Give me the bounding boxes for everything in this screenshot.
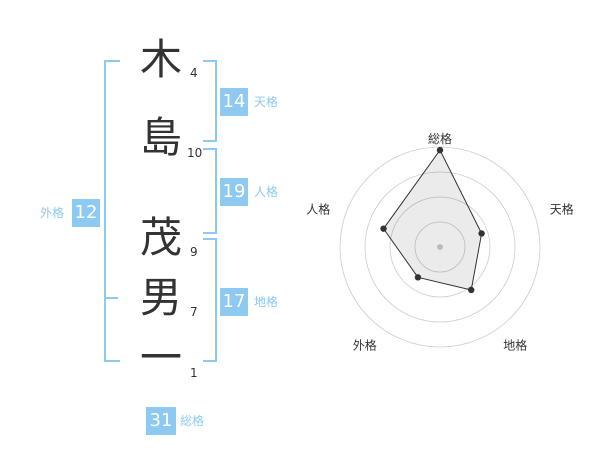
stroke-count-4: 7 bbox=[190, 305, 198, 319]
jinkaku-badge: 19 bbox=[220, 178, 248, 206]
radar-center bbox=[437, 244, 443, 250]
soukaku-label: 総格 bbox=[180, 414, 205, 428]
soukaku-badge: 31 bbox=[146, 407, 176, 435]
name-char-5: 一 bbox=[139, 333, 182, 382]
radar-point bbox=[414, 274, 422, 281]
gaikaku-badge: 12 bbox=[72, 199, 100, 227]
jinkaku-label: 人格 bbox=[254, 185, 279, 199]
name-char-4: 男 bbox=[139, 273, 182, 322]
name-char-1: 木 bbox=[139, 35, 182, 84]
stroke-count-3: 9 bbox=[190, 245, 198, 259]
radar-point bbox=[436, 146, 444, 154]
radar-shape bbox=[382, 149, 483, 291]
tenkaku-bracket bbox=[203, 60, 217, 142]
tenkaku-label: 天格 bbox=[254, 95, 279, 109]
radar-axis-label: 人格 bbox=[306, 201, 330, 216]
radar-ring bbox=[414, 221, 466, 273]
radar-ring bbox=[389, 196, 491, 298]
stroke-count-1: 4 bbox=[190, 66, 198, 80]
gaikaku-bracket-tick bbox=[104, 297, 118, 299]
radar-point bbox=[468, 286, 475, 294]
radar-point bbox=[380, 225, 387, 232]
name-char-2: 島 bbox=[139, 113, 182, 162]
tenkaku-badge: 14 bbox=[220, 88, 248, 116]
radar-ring bbox=[364, 171, 516, 323]
stroke-count-2: 10 bbox=[187, 146, 203, 160]
radar-points bbox=[380, 146, 485, 294]
radar-axis-label: 天格 bbox=[550, 201, 574, 216]
name-char-3: 茂 bbox=[139, 213, 182, 262]
chikaku-badge: 17 bbox=[220, 288, 248, 316]
radar-axis-label: 地格 bbox=[503, 337, 527, 352]
gaikaku-label: 外格 bbox=[40, 206, 65, 220]
radar-axis-label: 外格 bbox=[353, 337, 377, 352]
gaikaku-bracket bbox=[104, 60, 120, 362]
stroke-count-5: 1 bbox=[190, 366, 198, 380]
chikaku-label: 地格 bbox=[254, 295, 279, 309]
chikaku-bracket bbox=[203, 238, 217, 362]
radar-point bbox=[478, 230, 485, 237]
radar-axis-label: 総格 bbox=[428, 131, 452, 146]
jinkaku-bracket bbox=[203, 148, 217, 234]
